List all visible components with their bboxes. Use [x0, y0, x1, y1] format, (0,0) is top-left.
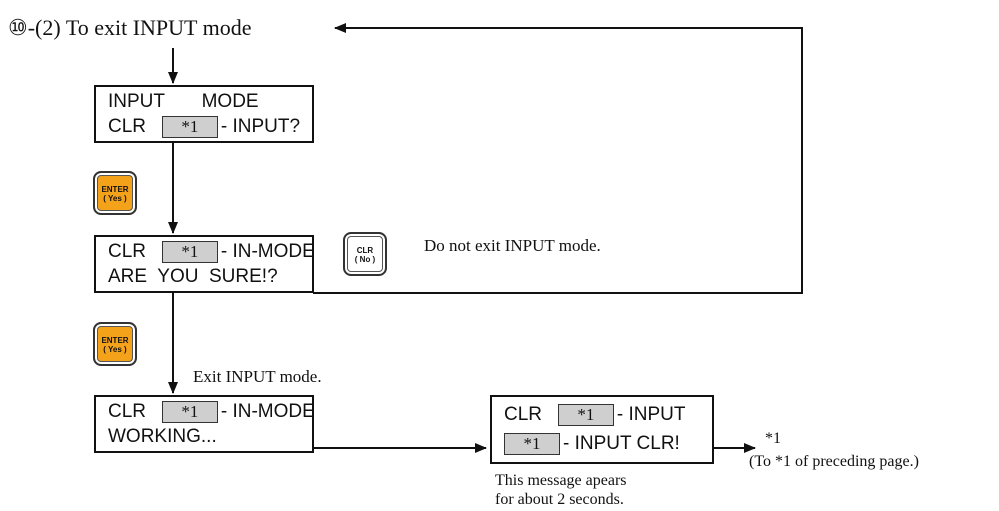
ref-box: *1 [504, 433, 560, 455]
key-sub-label: ( Yes ) [103, 345, 127, 354]
lcd-text: CLR [108, 401, 147, 423]
lcd-line: ARE YOU SURE!? [108, 266, 278, 287]
key-sub-label: ( No ) [354, 255, 376, 264]
key-label: ENTER [101, 336, 129, 345]
lcd-text: - INPUT? [220, 116, 301, 138]
note-exit: Exit INPUT mode. [193, 367, 322, 386]
lcd-text: - IN-MODE [220, 241, 315, 263]
step-number: ⑩ [8, 15, 28, 40]
clr-key-no: CLR ( No ) [343, 232, 387, 276]
ref-box: *1 [161, 241, 218, 263]
note-line: This message apears [495, 472, 627, 489]
lcd-text: CLR [504, 404, 543, 426]
lcd-text: CLR [108, 116, 147, 138]
key-label: CLR [356, 246, 374, 255]
lcd-working: CLR *1- IN-MODE WORKING... [94, 395, 315, 453]
ref-box: *1 [161, 401, 218, 423]
lcd-line: CLR *1- INPUT [504, 404, 685, 426]
lcd-line: *1- INPUT CLR! [504, 433, 680, 455]
lcd-confirm: CLR *1- IN-MODE ARE YOU SURE!? [94, 235, 315, 293]
key-sub-label: ( Yes ) [103, 194, 127, 203]
enter-key-yes: ENTER ( Yes ) [93, 322, 137, 366]
lcd-line: CLR *1- INPUT? [108, 116, 300, 138]
note-line: for about 2 seconds. [495, 491, 624, 508]
lcd-input-mode: INPUT MODE CLR *1- INPUT? [94, 85, 314, 143]
ref-note: (To *1 of preceding page.) [749, 453, 919, 470]
lcd-text: CLR [108, 241, 147, 263]
lcd-line: CLR *1- IN-MODE [108, 241, 315, 263]
lcd-cleared: CLR *1- INPUT *1- INPUT CLR! [490, 395, 714, 464]
lcd-text: - INPUT CLR! [563, 433, 680, 455]
lcd-line: WORKING... [108, 426, 217, 447]
lcd-text: - IN-MODE [220, 401, 315, 423]
lcd-text: - INPUT [616, 404, 686, 426]
page-title: ⑩-(2) To exit INPUT mode [8, 15, 251, 41]
title-text: -(2) To exit INPUT mode [27, 15, 252, 40]
note-message-duration: This message apears for about 2 seconds. [495, 471, 627, 509]
key-label: ENTER [101, 185, 129, 194]
ref-box: *1 [557, 404, 614, 426]
note-no-exit: Do not exit INPUT mode. [424, 236, 601, 255]
arrow-return-loop [313, 23, 803, 294]
enter-key-yes: ENTER ( Yes ) [93, 171, 137, 215]
ref-box: *1 [161, 116, 218, 138]
lcd-line: INPUT MODE [108, 91, 259, 112]
lcd-line: CLR *1- IN-MODE [108, 401, 315, 423]
ref-marker: *1 [765, 430, 781, 447]
